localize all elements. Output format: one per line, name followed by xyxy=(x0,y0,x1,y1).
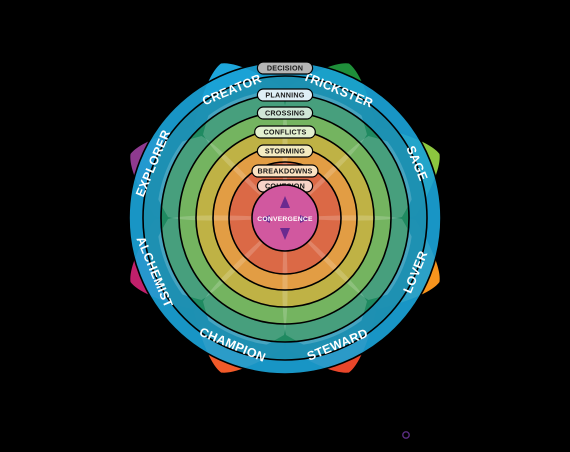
stage-pill-breakdowns xyxy=(251,164,319,178)
arrow-right-icon xyxy=(300,215,309,223)
stage-pill-planning xyxy=(256,88,314,102)
stage-label-conflicts: CONFLICTS xyxy=(264,127,307,136)
convergence-label: CONVERGENCE xyxy=(257,216,313,223)
stage-label-planning: PLANNING xyxy=(265,90,304,99)
arrow-left-icon xyxy=(261,215,270,223)
footer-dot xyxy=(402,431,410,439)
convergence-circle xyxy=(251,184,319,252)
stage-pill-storming xyxy=(256,144,314,158)
stage-pill-crossing xyxy=(256,106,314,120)
convergence-center: CONVERGENCE xyxy=(251,184,319,252)
stage-pill-decision xyxy=(256,61,314,75)
stage-pill-conflicts xyxy=(254,125,316,139)
stage-label-crossing: CROSSING xyxy=(265,108,305,117)
stage-label-breakdowns: BREAKDOWNS xyxy=(257,166,312,175)
ring-outline xyxy=(228,161,342,275)
stage-label-storming: STORMING xyxy=(265,146,305,155)
arrow-up-icon xyxy=(280,196,290,208)
ring-outline xyxy=(142,75,428,361)
stage-label-decision: DECISION xyxy=(267,63,303,72)
arrow-down-icon xyxy=(280,228,290,240)
